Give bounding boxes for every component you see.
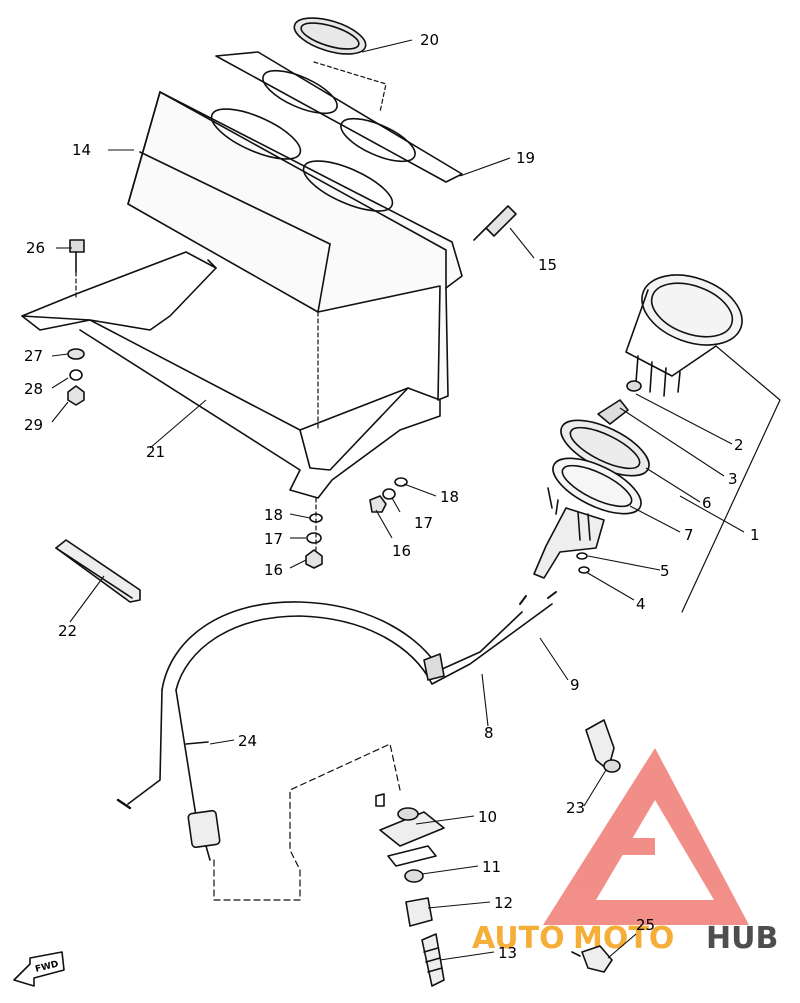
callout-16-right: 16 [392,542,411,560]
callout-4: 4 [636,595,646,613]
watermark-triangle [543,748,749,925]
part-cables-8-9 [161,591,557,691]
part-bezel-6-7 [547,419,650,515]
part-cable-24 [116,689,401,901]
callout-21: 21 [146,443,165,461]
callout-29: 29 [24,416,43,434]
callout-2: 2 [734,436,744,454]
part-washers-27-29 [67,348,85,406]
callout-22: 22 [58,622,77,640]
part-gear-unit-10 [375,793,445,867]
part-meter-body [533,507,605,579]
part-connector-25 [571,945,613,973]
callout-19: 19 [516,149,535,167]
part-clips-4-5 [576,552,590,574]
part-housing-14 [127,91,463,431]
callout-26: 26 [26,239,45,257]
callout-20: 20 [420,31,439,49]
leader-lines [51,39,745,961]
part-screw-15 [473,205,517,241]
callout-17-right: 17 [414,514,433,532]
callout-13: 13 [498,944,517,962]
callout-5: 5 [660,562,670,580]
callout-labels: 20 14 19 26 15 27 28 29 21 2 3 6 7 1 18 … [24,31,760,962]
callout-18-right: 18 [440,488,459,506]
part-clamp-23 [585,719,621,773]
callout-11: 11 [482,858,501,876]
watermark-text-hub: HUB [706,921,778,956]
callout-16-left: 16 [264,561,283,579]
callout-24: 24 [238,732,257,750]
part-lens-20 [293,17,367,55]
watermark-logo [543,748,749,925]
part-bracket-21 [21,251,441,499]
callout-28: 28 [24,380,43,398]
callout-6: 6 [702,494,712,512]
callout-25: 25 [636,916,655,934]
callout-3: 3 [728,470,738,488]
watermark-text-auto: AUTO [472,921,565,956]
fwd-arrow-icon: FWD [13,951,65,987]
part-bulb-socket-2-3 [597,380,642,425]
watermark-text: AUTO MOTO HUB [472,921,778,956]
callout-10: 10 [478,808,497,826]
callout-18-left: 18 [264,506,283,524]
callout-8: 8 [484,724,494,742]
part-meter-assembly-1 [625,274,781,613]
part-damper-22 [55,539,141,603]
callout-12: 12 [494,894,513,912]
part-washers-16-18-left [305,497,323,569]
part-gear-pieces-11-13 [404,869,445,987]
callout-9: 9 [570,676,580,694]
callout-27: 27 [24,347,43,365]
callout-17-left: 17 [264,530,283,548]
callout-1: 1 [750,526,760,544]
callout-14: 14 [72,141,91,159]
part-washers-16-18-right [369,477,408,513]
part-gasket-19 [215,51,463,183]
callout-15: 15 [538,256,557,274]
callout-23: 23 [566,799,585,817]
watermark-inner-mark [602,785,655,855]
callout-7: 7 [684,526,694,544]
